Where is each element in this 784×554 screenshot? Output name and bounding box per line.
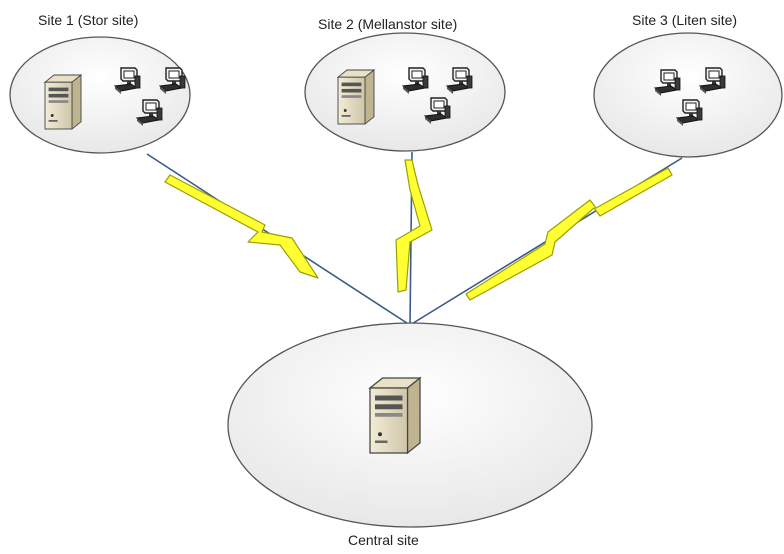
site-1-ellipse — [9, 36, 191, 154]
site-1-label: Site 1 (Stor site) — [38, 12, 139, 28]
site-3-label: Site 3 (Liten site) — [632, 12, 738, 28]
server-icon — [337, 69, 375, 125]
site-2-ellipse — [304, 32, 506, 152]
site-2-label: Site 2 (Mellanstor site) — [318, 16, 458, 32]
server-icon — [369, 377, 421, 454]
lightning-link-icon — [164, 159, 673, 301]
central-site-label: Central site — [348, 532, 419, 548]
server-icon — [44, 74, 82, 130]
site-3-ellipse — [593, 32, 783, 158]
